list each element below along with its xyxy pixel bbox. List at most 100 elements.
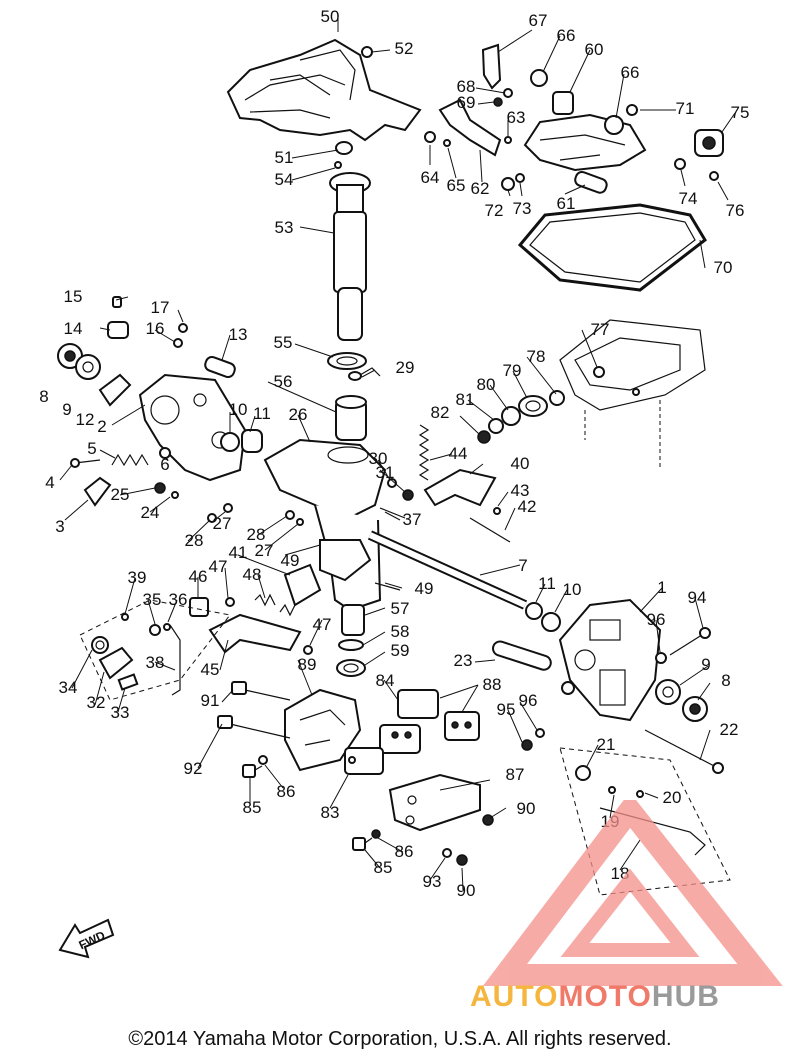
callout-15: 15	[64, 287, 83, 306]
callout-60: 60	[585, 40, 604, 59]
spring-part-48	[254, 593, 296, 617]
washer-part-6	[159, 447, 171, 459]
callout-57: 57	[391, 599, 410, 618]
triangle-logo-icon	[482, 800, 783, 986]
knob-part-8b	[682, 696, 708, 722]
callout-66a: 66	[557, 26, 576, 45]
swivel-bracket-part-26	[263, 438, 387, 612]
washer-part-78	[549, 390, 565, 406]
lever-part-32	[98, 646, 134, 680]
bolt-part-52	[361, 46, 373, 58]
bushing-part-11b	[525, 602, 543, 620]
washer-part-80	[501, 406, 521, 426]
callout-95: 95	[497, 700, 516, 719]
callout-77: 77	[591, 320, 610, 339]
watermark-hub: HUB	[651, 980, 720, 1013]
callout-27b: 27	[255, 541, 274, 560]
spring-part-44	[418, 424, 430, 481]
callout-17: 17	[151, 298, 170, 317]
bushing-part-9a	[75, 354, 101, 380]
bolt-part-71	[626, 104, 638, 116]
pin-part-61	[574, 170, 608, 194]
clamp-bracket-part-1	[558, 598, 662, 722]
callout-53: 53	[275, 218, 294, 237]
shaft-part-7	[367, 530, 528, 610]
pin-part-49b	[374, 582, 401, 591]
callout-85a: 85	[243, 798, 262, 817]
callout-65: 65	[447, 176, 466, 195]
pin-part-37	[379, 507, 406, 519]
callout-45: 45	[201, 660, 220, 679]
callout-44: 44	[449, 444, 468, 463]
washer-part-74	[674, 158, 686, 170]
nut-part-25	[154, 482, 166, 494]
callout-38: 38	[146, 653, 165, 672]
fwd-arrow-icon: FWD	[58, 918, 115, 959]
callout-90a: 90	[517, 799, 536, 818]
callout-40: 40	[511, 454, 530, 473]
bolt-part-27a	[223, 503, 233, 513]
nut-part-31	[402, 489, 414, 501]
callout-36: 36	[169, 590, 188, 609]
bolt-part-17	[178, 323, 188, 333]
callout-80: 80	[477, 375, 496, 394]
callout-93: 93	[423, 872, 442, 891]
bolt-part-35	[149, 624, 161, 636]
callout-78: 78	[527, 347, 546, 366]
callout-89: 89	[298, 655, 317, 674]
nut-part-95	[521, 739, 533, 751]
callout-96a: 96	[647, 610, 666, 629]
steering-shaft-part-53	[329, 172, 371, 341]
bolt-part-4	[70, 458, 101, 468]
nut-part-96b-hidden	[561, 681, 575, 695]
plate-part-3	[83, 476, 112, 507]
washer-part-36	[163, 623, 171, 631]
callout-14: 14	[64, 319, 83, 338]
knob-part-79	[518, 395, 548, 417]
bracket-part-87	[388, 773, 481, 832]
callout-75: 75	[731, 103, 750, 122]
watermark-auto: AUTO	[470, 980, 559, 1013]
washer-part-21	[575, 765, 591, 781]
callout-30: 30	[369, 449, 388, 468]
callout-63: 63	[507, 108, 526, 127]
callout-71: 71	[676, 99, 695, 118]
callout-31: 31	[376, 463, 395, 482]
nut-part-82	[477, 430, 491, 444]
callout-72: 72	[485, 201, 504, 220]
callout-66b: 66	[621, 63, 640, 82]
pin-part-42	[469, 517, 511, 543]
plate-part-40	[423, 468, 497, 507]
callout-56: 56	[274, 372, 293, 391]
bolt-part-94	[669, 627, 711, 656]
callout-5: 5	[87, 439, 96, 458]
bolt-part-64	[424, 131, 436, 143]
callout-96b: 96	[519, 691, 538, 710]
pin-part-15	[112, 296, 122, 308]
clip-part-43	[493, 507, 501, 515]
callout-91: 91	[201, 691, 220, 710]
callout-83: 83	[321, 803, 340, 822]
callout-79: 79	[503, 361, 522, 380]
bushing-part-9b	[655, 679, 681, 705]
callout-10a: 10	[229, 400, 248, 419]
callout-29: 29	[396, 358, 415, 377]
callout-84: 84	[376, 671, 395, 690]
bushing-part-56	[335, 395, 367, 441]
washer-part-86a	[258, 755, 268, 765]
nut-part-90b	[456, 854, 468, 866]
callout-49a: 49	[281, 551, 300, 570]
pin-part-54	[334, 161, 342, 169]
watermark-logo	[482, 800, 783, 986]
seal-part-70	[517, 203, 707, 292]
washer-part-66a	[530, 69, 548, 87]
bushing-part-51	[335, 141, 353, 155]
callout-50: 50	[321, 7, 340, 26]
washer-part-10a	[220, 432, 240, 452]
spring-part-34	[91, 636, 109, 654]
watermark-wordmark: AUTOMOTOHUB	[470, 980, 720, 1014]
callout-20: 20	[663, 788, 682, 807]
bolt-part-28b	[285, 510, 295, 520]
washer-part-58	[338, 639, 364, 651]
